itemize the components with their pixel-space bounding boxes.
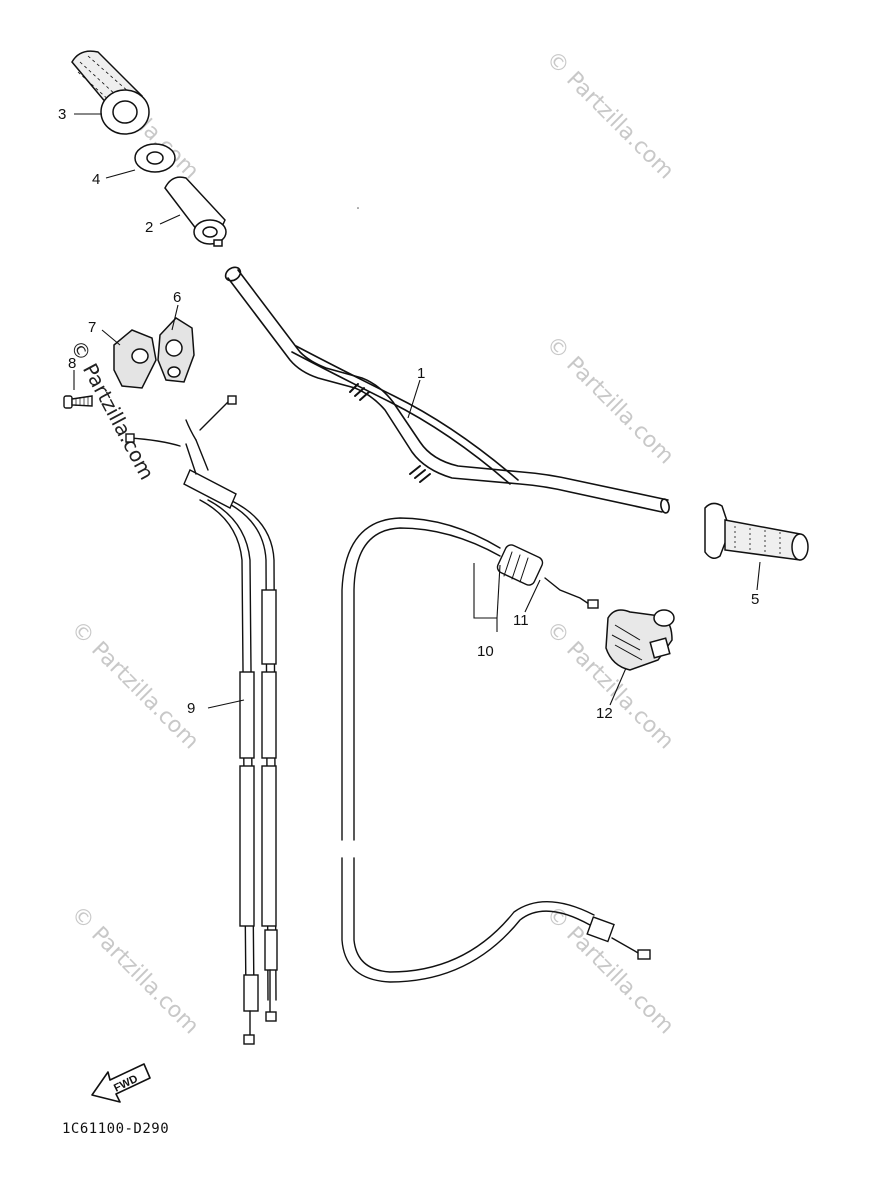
callout-9: 9 (187, 700, 195, 717)
handlebar-holders (113, 317, 195, 389)
callout-12: 12 (596, 705, 613, 722)
diagram-code: 1C61100-D290 (62, 1121, 169, 1137)
fwd-arrow-icon: FWD (91, 1063, 151, 1103)
right-grip (704, 502, 809, 561)
callout-10: 10 (477, 643, 494, 660)
left-grip (71, 50, 150, 135)
callout-4: 4 (92, 171, 100, 188)
callout-labels: 1 2 3 4 5 6 7 8 9 10 11 12 (58, 106, 759, 722)
bolt (63, 395, 93, 409)
throttle-cables (125, 395, 278, 1045)
callout-6: 6 (173, 289, 181, 306)
callout-11: 11 (513, 612, 529, 629)
handlebar (224, 266, 670, 514)
clutch-boot (605, 609, 675, 671)
callout-5: 5 (751, 591, 759, 608)
watermark: © Partzilla.com (541, 47, 679, 185)
watermark: © Partzilla.com (66, 617, 204, 755)
clutch-cable (341, 517, 651, 983)
watermark: © Partzilla.com (541, 332, 679, 470)
watermarks: © Partzilla.com © Partzilla.com © Partzi… (66, 47, 679, 1040)
watermark: © Partzilla.com (66, 902, 204, 1040)
watermark: © Partzilla.com (541, 902, 679, 1040)
callout-8: 8 (68, 355, 76, 372)
throttle-grip-tube (164, 176, 227, 247)
callout-7: 7 (88, 319, 96, 336)
washer (134, 143, 176, 173)
callout-1: 1 (417, 365, 425, 382)
fwd-label: FWD (112, 1073, 140, 1095)
callout-2: 2 (145, 219, 153, 236)
callout-3: 3 (58, 106, 66, 123)
stray-dot (357, 207, 359, 209)
leader-lines (73, 113, 761, 709)
